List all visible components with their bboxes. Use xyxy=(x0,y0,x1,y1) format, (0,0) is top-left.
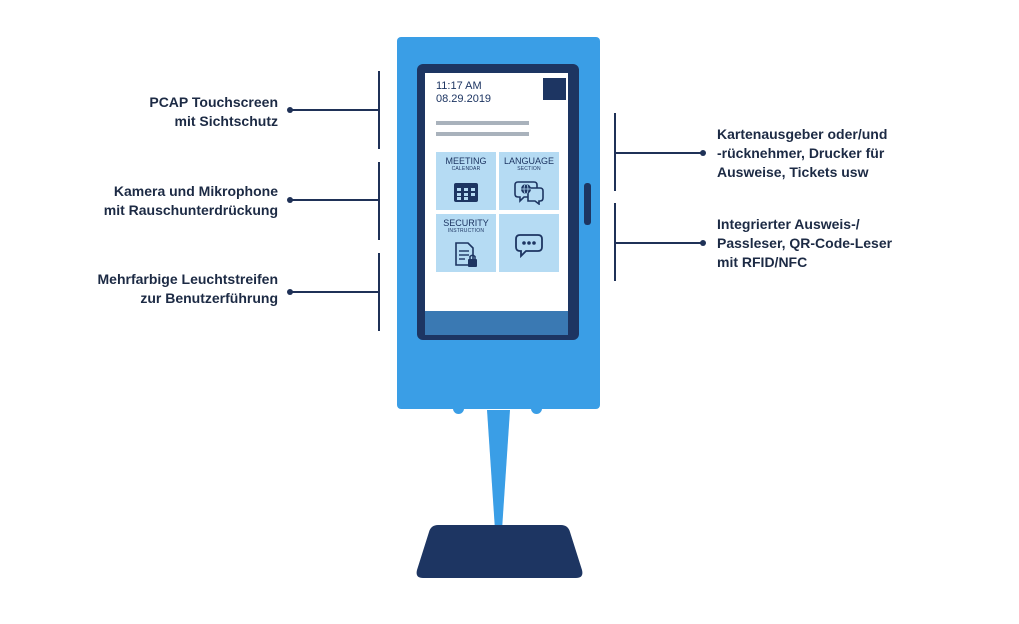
kiosk-foot-left xyxy=(453,403,464,414)
label-light-strips: Mehrfarbige Leuchtstreifen zur Benutzerf… xyxy=(97,271,278,306)
connector-line-camera xyxy=(290,199,378,201)
connector-line-card-dispenser xyxy=(616,152,703,154)
bracket-touchscreen xyxy=(378,71,380,149)
kiosk-base xyxy=(416,525,583,578)
label-id-reader: Integrierter Ausweis-/ Passleser, QR-Cod… xyxy=(717,216,893,270)
label-card-dispenser: Kartenausgeber oder/und -rücknehmer, Dru… xyxy=(717,126,888,180)
kiosk-neck xyxy=(487,410,510,530)
bracket-card-dispenser xyxy=(614,113,616,191)
kiosk-foot-right xyxy=(531,403,542,414)
placeholder-bar-1 xyxy=(436,121,529,125)
label-camera: Kamera und Mikrophone mit Rauschunterdrü… xyxy=(103,183,278,218)
screen-time: 11:17 AM xyxy=(436,80,482,92)
calendar-icon xyxy=(454,183,478,202)
label-touchscreen: PCAP Touchscreen mit Sichtschutz xyxy=(149,94,278,129)
card-slot xyxy=(584,183,591,225)
bracket-id-reader xyxy=(614,203,616,281)
connector-line-light-strips xyxy=(290,291,378,293)
chat-bubble-icon xyxy=(515,234,543,258)
tile-language-section[interactable]: LANGUAGE SECTION xyxy=(499,152,559,210)
connector-dot-id-reader xyxy=(700,240,706,246)
profile-square-icon[interactable] xyxy=(543,78,566,100)
connector-line-id-reader xyxy=(616,242,703,244)
globe-chat-icon xyxy=(514,181,544,205)
connector-dot-card-dispenser xyxy=(700,150,706,156)
bracket-camera xyxy=(378,162,380,240)
bracket-light-strips xyxy=(378,253,380,331)
screen-date: 08.29.2019 xyxy=(436,93,492,105)
tile-security-instruction[interactable]: SECURITY INSTRUCTION xyxy=(436,214,496,272)
tile-chat[interactable] xyxy=(499,214,559,272)
document-lock-icon xyxy=(455,242,477,267)
connector-line-touchscreen xyxy=(290,109,378,111)
tile-meeting-calendar[interactable]: MEETING CALENDAR xyxy=(436,152,496,210)
placeholder-bar-2 xyxy=(436,132,529,136)
screen-footer-bar xyxy=(425,311,568,335)
